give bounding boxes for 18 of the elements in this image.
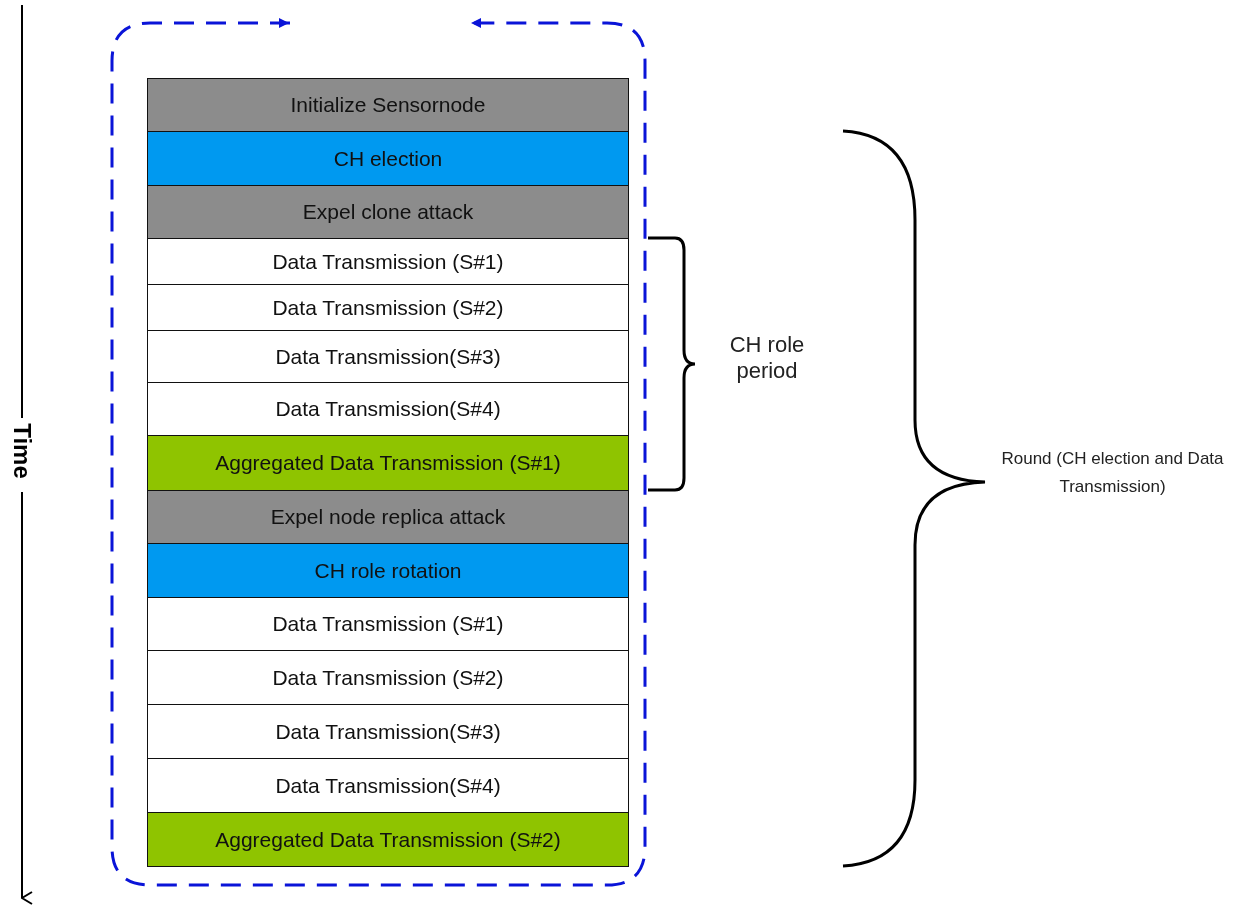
process-bar: Expel clone attack: [147, 185, 629, 239]
axis-label: Time: [8, 422, 36, 481]
process-bar: Data Transmission (S#1): [147, 597, 629, 651]
process-bar: CH role rotation: [147, 543, 629, 598]
process-bar: Data Transmission(S#3): [147, 704, 629, 759]
brace-label: CH role period: [728, 332, 806, 384]
process-bar: CH election: [147, 131, 629, 186]
process-bar: Data Transmission (S#2): [147, 284, 629, 331]
process-bar: Data Transmission(S#4): [147, 382, 629, 436]
process-bar: Initialize Sensornode: [147, 78, 629, 132]
process-bar: Data Transmission(S#3): [147, 330, 629, 383]
process-bar: Data Transmission (S#2): [147, 650, 629, 705]
brace-label: Round (CH election and Data Transmission): [1000, 448, 1225, 498]
process-bar: Aggregated Data Transmission (S#1): [147, 435, 629, 491]
process-bar: Data Transmission (S#1): [147, 238, 629, 285]
process-bar: Expel node replica attack: [147, 490, 629, 544]
process-bar: Aggregated Data Transmission (S#2): [147, 812, 629, 867]
process-bar: Data Transmission(S#4): [147, 758, 629, 813]
